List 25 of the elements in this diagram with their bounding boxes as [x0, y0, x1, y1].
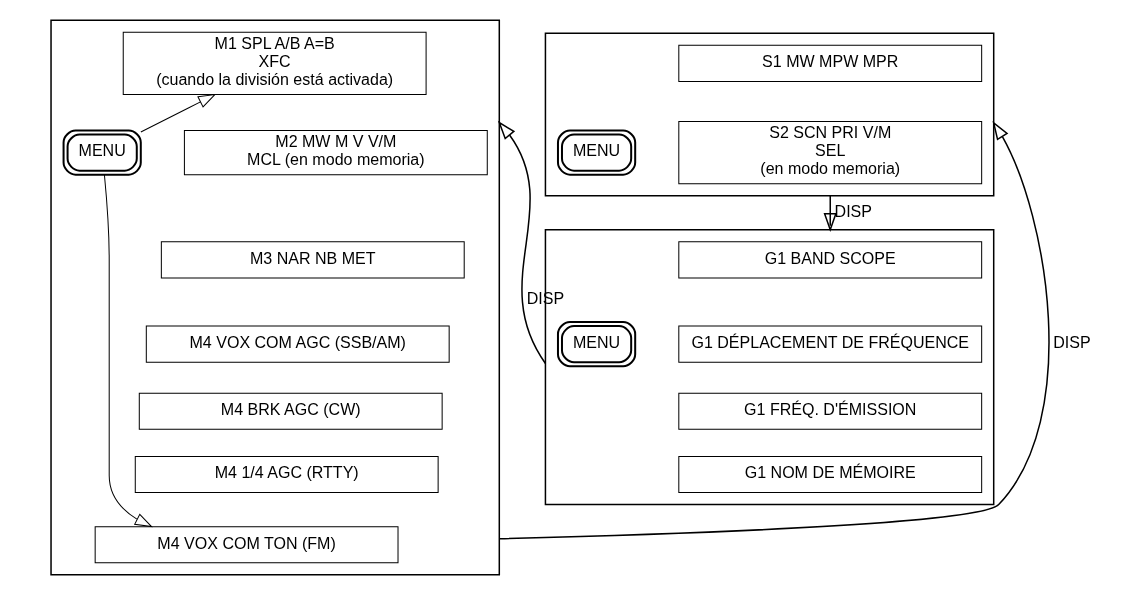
node-box: M4 BRK AGC (CW)	[138, 392, 443, 430]
arrow	[103, 174, 153, 528]
node-box: M4 VOX COM TON (FM)	[94, 526, 399, 564]
cluster	[50, 19, 501, 576]
node-box: G1 FRÉQ. D'ÉMISSION	[678, 392, 983, 430]
node-box: M3 NAR NB MET	[160, 241, 465, 279]
node-box: G1 NOM DE MÉMOIRE	[678, 455, 983, 494]
node-box: S2 SCN PRI V/M SEL (en modo memoria)	[678, 121, 983, 185]
arrow	[140, 94, 216, 133]
node-box: MENU	[556, 129, 637, 176]
node-box: G1 BAND SCOPE	[678, 241, 983, 279]
arrow	[497, 120, 547, 365]
node-box: G1 DÉPLACEMENT DE FRÉQUENCE	[678, 325, 983, 363]
cluster	[544, 32, 995, 197]
node-box: M4 VOX COM AGC (SSB/AM)	[145, 325, 450, 363]
node-box: MENU	[62, 129, 142, 176]
node-box: M1 SPL A/B A=B XFC (cuando la división está activada)	[122, 31, 427, 95]
edge-label: DISP	[834, 201, 873, 220]
arrow	[498, 120, 1050, 540]
node-box: MENU	[556, 321, 637, 368]
node-box: M4 1/4 AGC (RTTY)	[134, 455, 439, 494]
node-box: S1 MW MPW MPR	[678, 44, 983, 82]
node-box: M2 MW M V V/M MCL (en modo memoria)	[183, 130, 488, 176]
edge-label: DISP	[1053, 332, 1091, 351]
arrow	[823, 194, 837, 233]
